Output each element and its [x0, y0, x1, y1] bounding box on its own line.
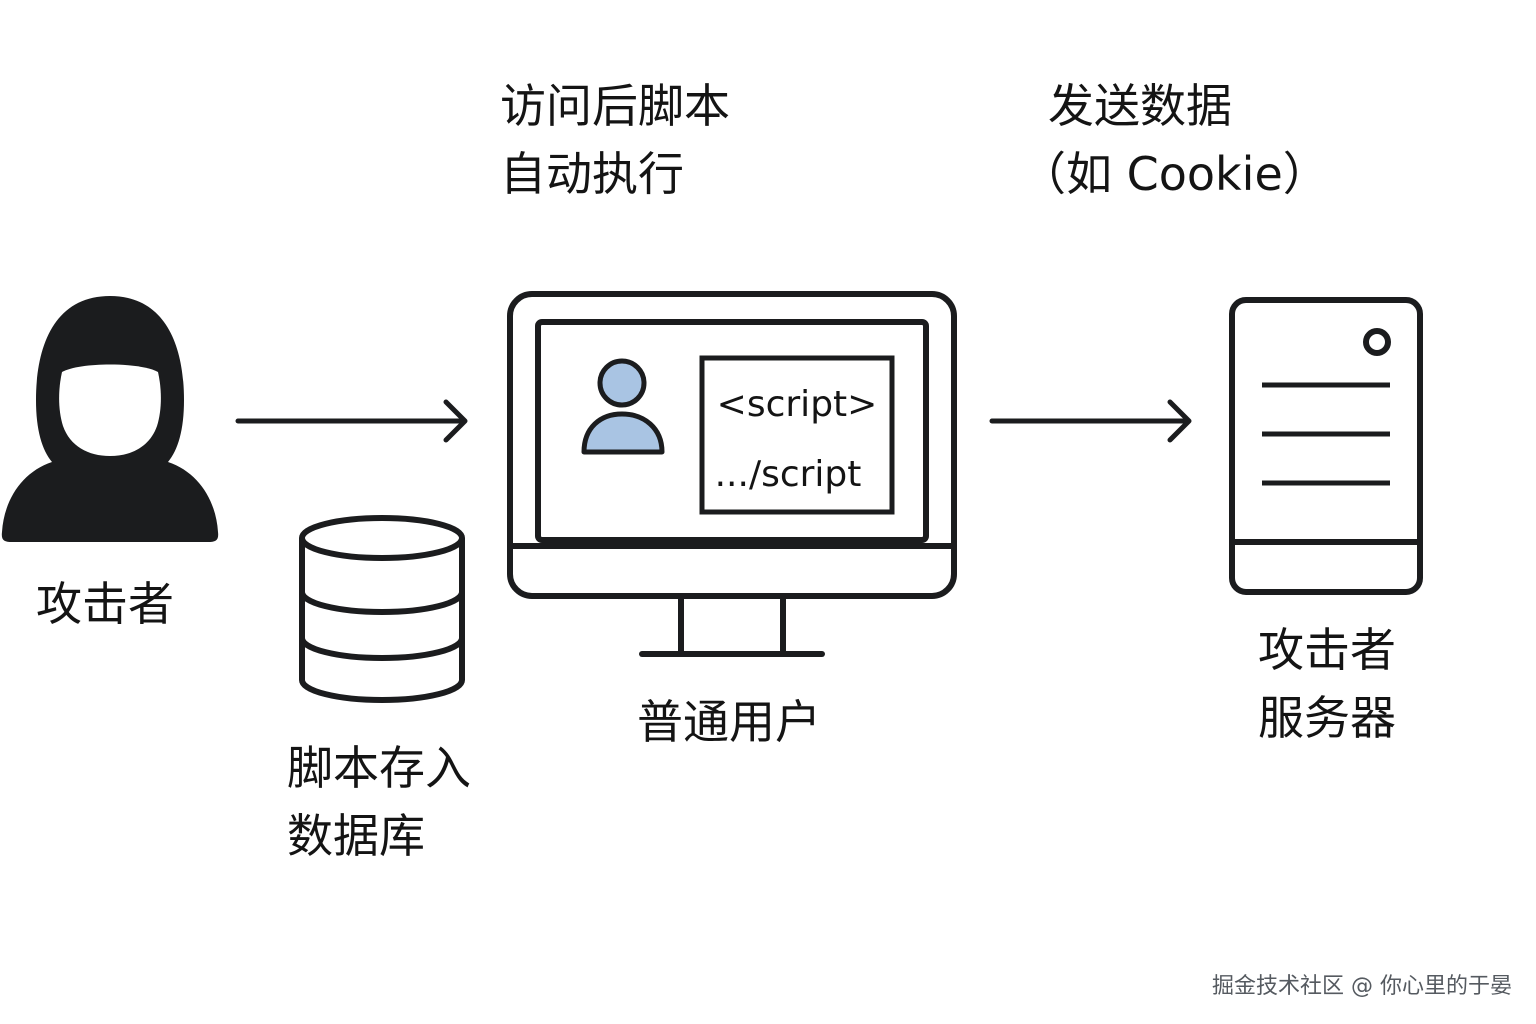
monitor-icon — [507, 291, 957, 657]
arrow-attacker-to-user — [235, 399, 468, 443]
database-icon — [299, 515, 465, 703]
attacker-server-label: 攻击者 服务器 — [1258, 623, 1396, 745]
code-line-open-tag: <script> — [717, 384, 878, 425]
send-data-label: 发送数据 （如 Cookie） — [1020, 79, 1329, 201]
database-label: 脚本存入 数据库 — [287, 741, 471, 863]
hooded-attacker-icon — [1, 296, 219, 542]
script-code-box — [699, 355, 895, 515]
arrow-user-to-server — [989, 399, 1192, 443]
watermark: 掘金技术社区 @ 你心里的于晏 — [1212, 974, 1512, 999]
code-line-close-tag: .../script — [715, 454, 862, 495]
user-avatar-icon — [581, 358, 665, 455]
script-execute-label: 访问后脚本 自动执行 — [500, 79, 730, 201]
server-icon — [1229, 297, 1423, 595]
attacker-label: 攻击者 — [36, 577, 174, 631]
regular-user-label: 普通用户 — [637, 695, 821, 749]
